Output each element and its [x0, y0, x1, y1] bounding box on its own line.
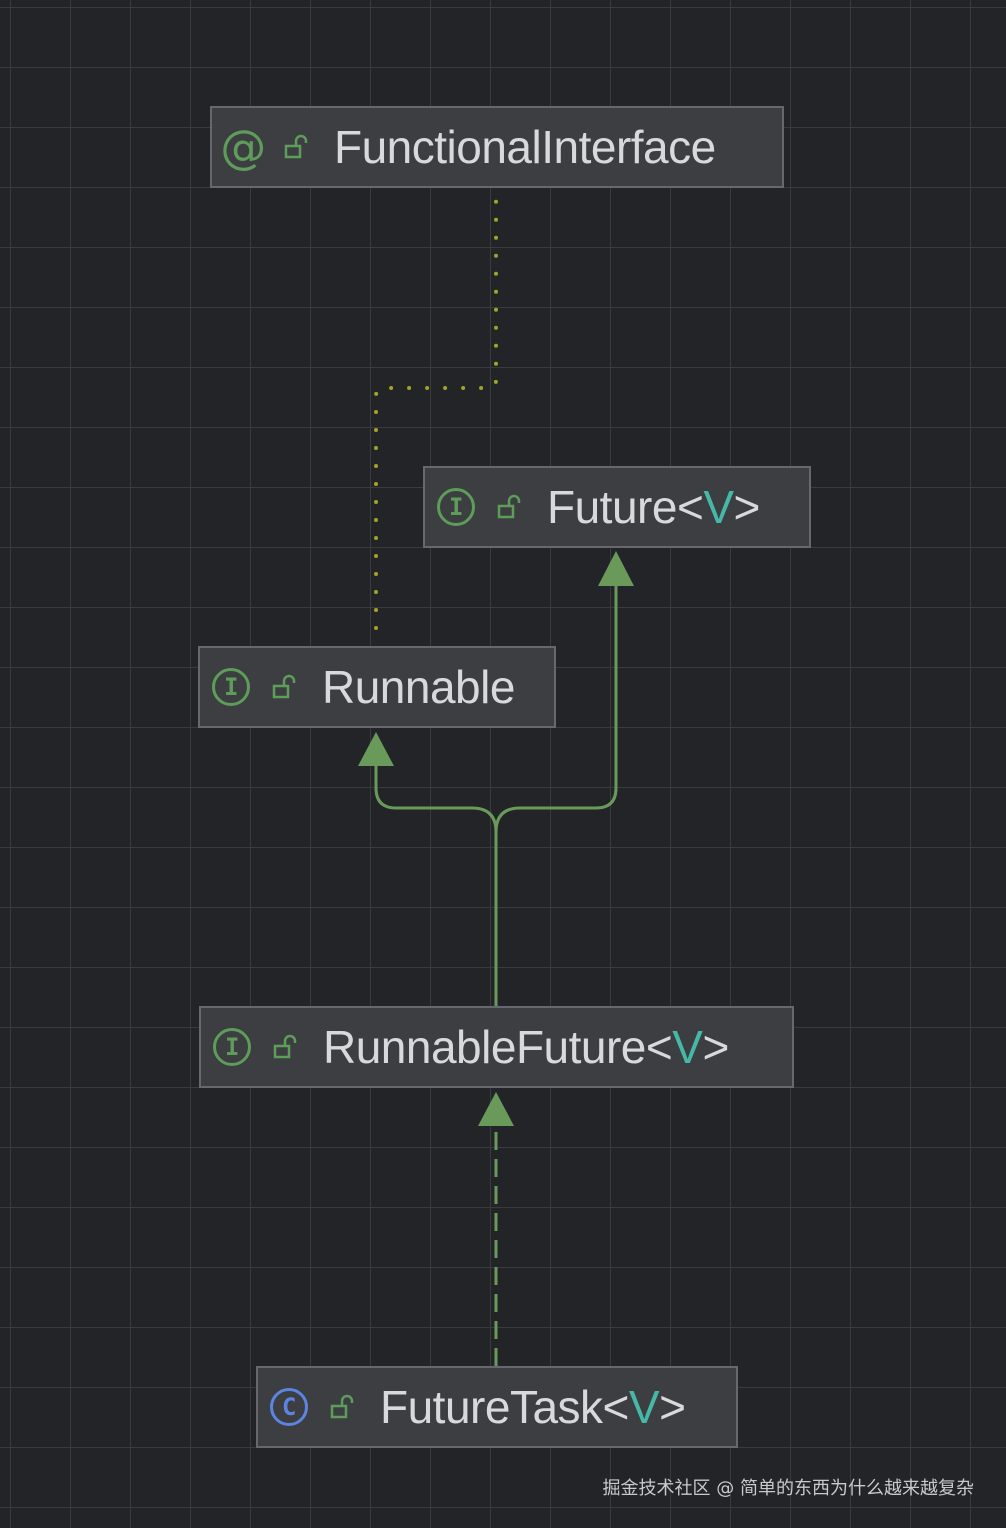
annotation-icon: @ [220, 120, 266, 174]
node-label: Runnable [322, 661, 515, 713]
node-future[interactable]: I Future<V> [423, 466, 811, 548]
arrowhead-future [598, 551, 634, 586]
generic-close: > [702, 1021, 729, 1073]
node-label: FunctionalInterface [334, 121, 716, 173]
edge-runnablefuture-to-future [494, 582, 618, 833]
node-label: Future [547, 481, 677, 533]
interface-icon: I [213, 1028, 251, 1066]
type-parameter: V [628, 1381, 660, 1433]
open-lock-icon [330, 1394, 354, 1419]
open-lock-icon [273, 1034, 297, 1059]
arrowhead-runnable [358, 732, 394, 766]
node-runnable[interactable]: I Runnable [198, 646, 556, 728]
node-label: FutureTask [380, 1381, 603, 1433]
generic-close: > [659, 1381, 686, 1433]
type-parameter: V [703, 481, 734, 533]
generic-close: > [733, 481, 761, 533]
node-functional-interface[interactable]: @ FunctionalInterface [210, 106, 784, 188]
interface-icon: I [212, 668, 250, 706]
generic-open: < [676, 481, 704, 533]
node-label: RunnableFuture [323, 1021, 646, 1073]
arrowhead-runnablefuture [478, 1092, 514, 1126]
watermark: 掘金技术社区 @ 简单的东西为什么越来越复杂 [602, 1478, 974, 1499]
edge-runnablefuture-to-runnable [374, 762, 498, 1006]
open-lock-icon [272, 674, 296, 699]
open-lock-icon [497, 494, 521, 519]
generic-open: < [602, 1381, 630, 1433]
generic-open: < [645, 1021, 673, 1073]
node-runnable-future[interactable]: I RunnableFuture<V> [199, 1006, 794, 1088]
edge-runnable-to-functionalinterface [374, 190, 498, 630]
node-future-task[interactable]: C FutureTask<V> [256, 1366, 738, 1448]
type-parameter: V [672, 1021, 703, 1073]
class-icon: C [270, 1388, 308, 1426]
open-lock-icon [284, 134, 308, 159]
interface-icon: I [437, 488, 475, 526]
